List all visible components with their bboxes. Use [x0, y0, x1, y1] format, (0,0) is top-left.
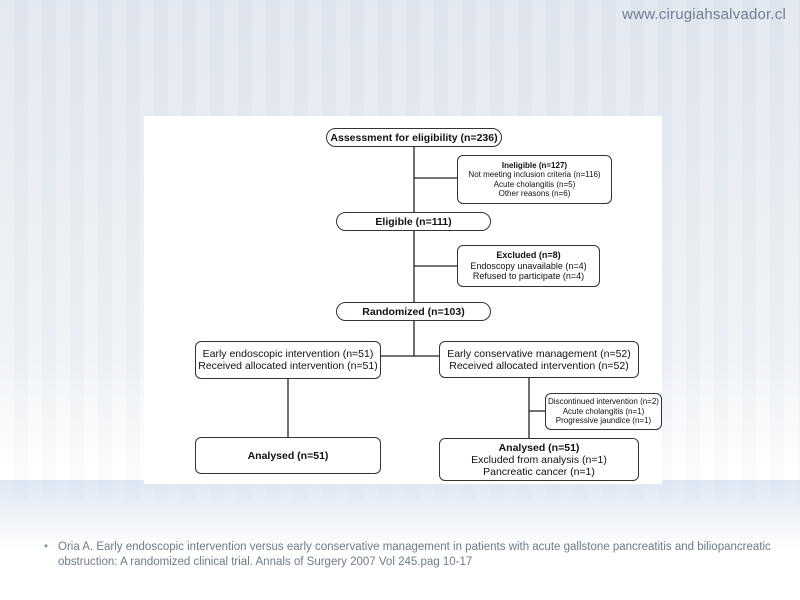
discontinued-box: Discontinued intervention (n=2) Acute ch… — [545, 393, 662, 430]
analysed-left-box: Analysed (n=51) — [195, 437, 381, 474]
discontinued-line: Progressive jaundice (n=1) — [555, 416, 652, 426]
early-endoscopic-line1: Early endoscopic intervention (n=51) — [202, 348, 374, 360]
ineligible-line: Acute cholangitis (n=5) — [493, 179, 576, 189]
citation-text: Oria A. Early endoscopic intervention ve… — [58, 541, 771, 568]
early-conservative-line1: Early conservative management (n=52) — [447, 347, 631, 360]
analysed-right-title: Analysed (n=51) — [498, 441, 580, 454]
excluded-line: Refused to participate (n=4) — [472, 271, 585, 282]
assessment-box: Assessment for eligibility (n=236) — [326, 128, 502, 147]
eligible-label: Eligible (n=111) — [375, 215, 452, 228]
early-endoscopic-line2: Received allocated intervention (n=51) — [198, 360, 378, 372]
early-conservative-box: Early conservative management (n=52) Rec… — [439, 341, 639, 378]
early-endoscopic-box: Early endoscopic intervention (n=51) Rec… — [195, 341, 381, 379]
eligible-box: Eligible (n=111) — [336, 212, 491, 231]
analysed-right-line: Excluded from analysis (n=1) — [471, 453, 607, 466]
ineligible-title: Ineligible (n=127) — [501, 160, 568, 170]
discontinued-line: Discontinued intervention (n=2) — [548, 397, 659, 407]
site-url[interactable]: www.cirugiahsalvador.cl — [622, 6, 786, 23]
flowchart-panel: Assessment for eligibility (n=236) Ineli… — [144, 116, 662, 484]
analysed-right-line: Pancreatic cancer (n=1) — [483, 465, 595, 478]
excluded-box: Excluded (n=8) Endoscopy unavailable (n=… — [457, 245, 600, 287]
excluded-title: Excluded (n=8) — [496, 250, 561, 261]
early-conservative-line2: Received allocated intervention (n=52) — [449, 359, 629, 372]
analysed-left-label: Analysed (n=51) — [247, 449, 329, 462]
analysed-right-box: Analysed (n=51) Excluded from analysis (… — [439, 438, 639, 481]
ineligible-box: Ineligible (n=127) Not meeting inclusion… — [457, 155, 612, 204]
assessment-label: Assessment for eligibility (n=236) — [330, 131, 498, 144]
randomized-box: Randomized (n=103) — [336, 302, 491, 321]
citation: • Oria A. Early endoscopic intervention … — [44, 540, 778, 570]
ineligible-line: Other reasons (n=6) — [498, 189, 571, 198]
randomized-label: Randomized (n=103) — [362, 305, 465, 318]
citation-bullet: • — [44, 541, 49, 553]
excluded-line: Endoscopy unavailable (n=4) — [470, 260, 587, 271]
ineligible-line: Not meeting inclusion criteria (n=116) — [468, 170, 601, 179]
background-wave — [0, 480, 800, 600]
discontinued-line: Acute cholangitis (n=1) — [562, 406, 645, 416]
